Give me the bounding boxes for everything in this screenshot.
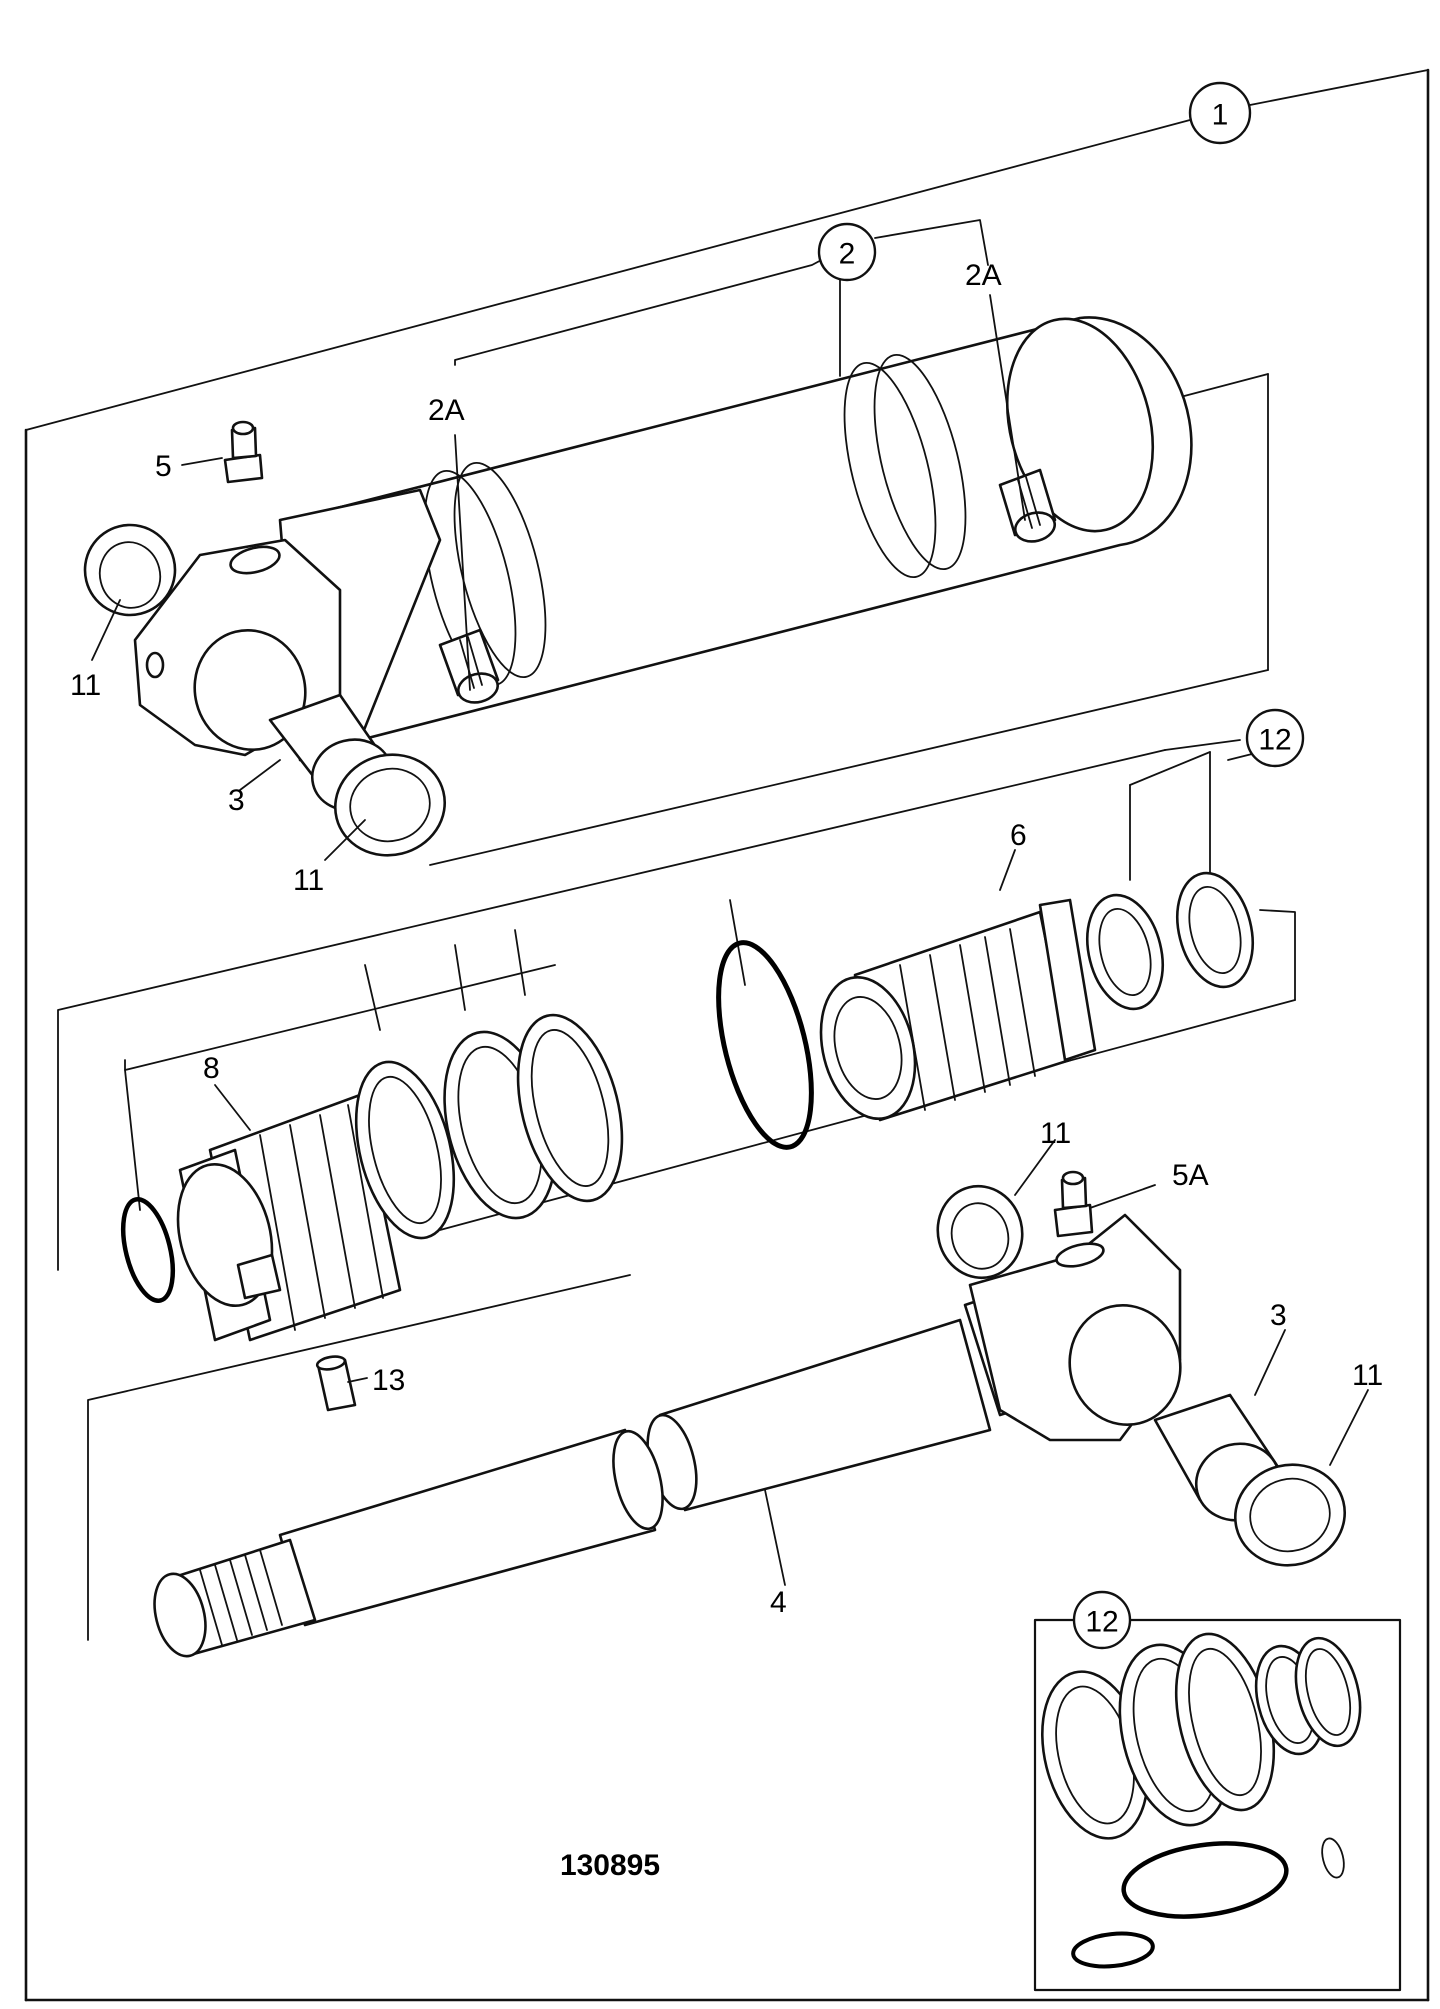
piston-rod-4 bbox=[153, 1318, 992, 1658]
seal-ring-a bbox=[1086, 893, 1164, 1011]
bearing-bush-top-lower bbox=[333, 753, 447, 857]
callout-11-mid: 11 bbox=[293, 864, 324, 897]
gland-8 bbox=[176, 1093, 402, 1342]
callout-circle-12-top: 12 bbox=[1245, 708, 1305, 768]
callout-label: 12 bbox=[1085, 1606, 1118, 1639]
dowel-pin-13 bbox=[315, 1355, 357, 1412]
leader-lines bbox=[91, 271, 1369, 1586]
callout-label: 2 bbox=[839, 238, 856, 271]
callout-8: 8 bbox=[203, 1052, 220, 1085]
cylinder-eye-head bbox=[133, 488, 442, 762]
rod-eye-end bbox=[963, 1213, 1182, 1442]
bearing-bush-top-left bbox=[83, 523, 177, 617]
drawing-number: 130895 bbox=[560, 1849, 660, 1882]
callout-5: 5 bbox=[155, 450, 172, 483]
grease-nipple-5 bbox=[223, 420, 264, 484]
o-ring-large bbox=[716, 940, 814, 1150]
callout-5a: 5A bbox=[1172, 1159, 1209, 1192]
gland-seal-1 bbox=[354, 1060, 456, 1240]
callout-3-upper: 3 bbox=[228, 784, 245, 817]
callout-11-upper: 11 bbox=[1040, 1117, 1071, 1150]
callout-3-lower: 3 bbox=[1270, 1299, 1287, 1332]
bearing-bush-rod-lower bbox=[1233, 1463, 1347, 1567]
gland-seal-3 bbox=[516, 1013, 624, 1203]
callout-2a-right: 2A bbox=[965, 259, 1002, 292]
callout-label: 12 bbox=[1258, 724, 1291, 757]
o-ring-small bbox=[120, 1197, 176, 1303]
barrel-port-right bbox=[998, 468, 1057, 543]
bearing-bush-rod-upper bbox=[936, 1184, 1024, 1280]
callout-label: 1 bbox=[1212, 99, 1229, 132]
callout-6: 6 bbox=[1010, 819, 1027, 852]
page-border bbox=[24, 68, 1430, 2002]
seal-ring-b bbox=[1176, 871, 1254, 989]
callout-13: 13 bbox=[372, 1364, 405, 1397]
callout-11-left: 11 bbox=[70, 669, 101, 702]
callout-circle-2: 2 bbox=[817, 222, 877, 282]
seal-kit-inset bbox=[1033, 1618, 1402, 1992]
callout-11-right: 11 bbox=[1352, 1359, 1383, 1392]
grease-nipple-5a bbox=[1053, 1170, 1094, 1238]
callout-4: 4 bbox=[770, 1586, 787, 1619]
callout-circle-1: 1 bbox=[1188, 81, 1252, 145]
callout-circle-12-inset: 12 bbox=[1072, 1590, 1132, 1650]
piston-6 bbox=[819, 898, 1097, 1122]
callout-2a-left: 2A bbox=[428, 394, 465, 427]
